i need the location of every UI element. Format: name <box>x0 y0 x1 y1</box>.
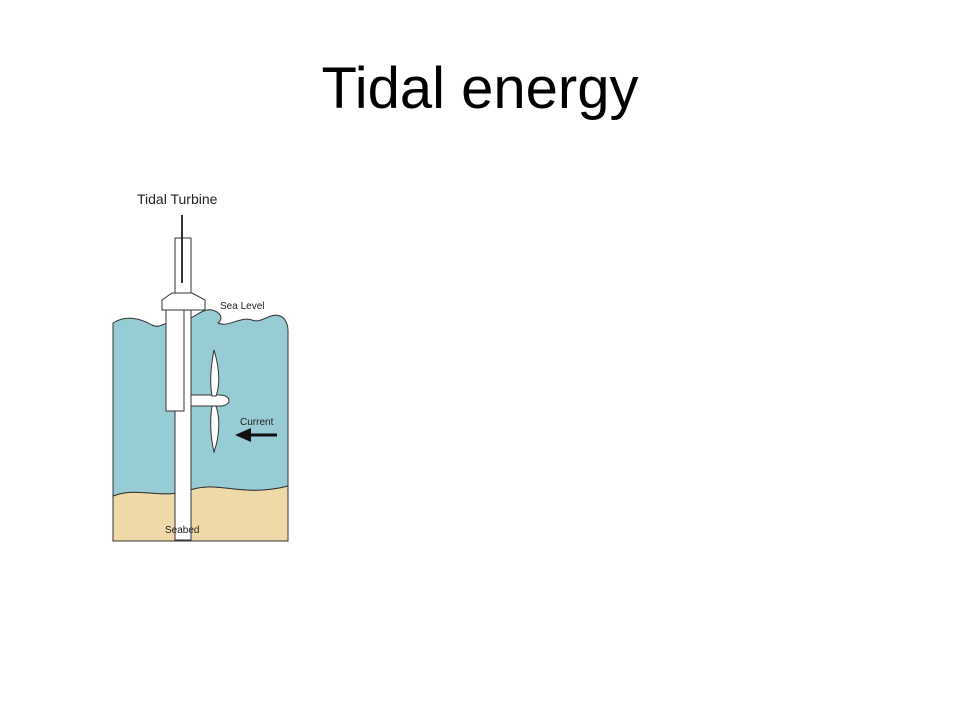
turbine-blade-lower <box>210 405 220 454</box>
turbine-collar <box>161 292 206 311</box>
diagram-title: Tidal Turbine <box>137 191 218 207</box>
tidal-turbine-illustration: Tidal Turbine Sea Level Current Seabed <box>112 191 289 542</box>
tidal-turbine-diagram: Tidal Turbine Sea Level Current Seabed <box>100 180 300 550</box>
turbine-blade-upper <box>210 349 220 397</box>
sea-level-label: Sea Level <box>220 301 264 312</box>
slide-title: Tidal energy <box>321 56 639 121</box>
current-arrow-head <box>235 428 251 442</box>
seabed-area <box>112 485 289 542</box>
seabed-label: Seabed <box>165 525 199 536</box>
current-label: Current <box>240 417 274 428</box>
turbine-sleeve <box>165 309 185 412</box>
turbine-nacelle <box>190 394 230 407</box>
